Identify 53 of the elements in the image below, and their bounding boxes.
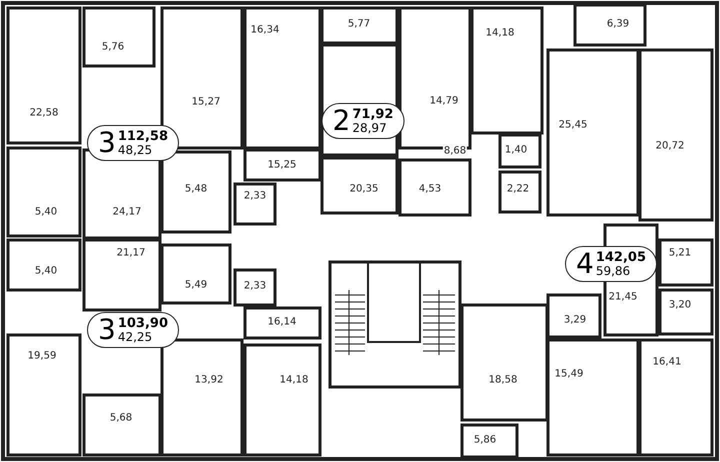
room-area: 18,58 <box>488 374 518 386</box>
room-count: 3 <box>98 128 116 158</box>
room-area: 21,45 <box>608 292 638 302</box>
room-area: 20,72 <box>654 140 686 152</box>
room-area: 16,34 <box>250 24 280 36</box>
room-area: 21,17 <box>116 248 146 258</box>
room-area: 13,92 <box>194 374 224 386</box>
total-area: 103,90 <box>118 316 168 330</box>
living-area: 28,97 <box>352 122 394 134</box>
room-area: 24,17 <box>112 206 142 218</box>
room-area: 2,33 <box>242 280 268 292</box>
room-area: 5,40 <box>34 206 58 218</box>
room-area: 1,40 <box>504 144 528 156</box>
room-area: 19,59 <box>26 350 58 362</box>
room-count: 3 <box>98 315 116 345</box>
total-area: 142,05 <box>596 250 646 264</box>
total-area: 112,58 <box>118 130 168 144</box>
room-area: 2,33 <box>242 190 268 202</box>
apartment-badge <box>87 125 179 161</box>
room-area: 15,27 <box>190 96 222 108</box>
room-count: 2 <box>332 106 350 136</box>
room-count: 4 <box>576 249 594 279</box>
room-area: 14,18 <box>484 28 516 38</box>
room-area: 5,48 <box>184 184 208 194</box>
room-area: 5,40 <box>34 266 58 276</box>
room-area: 3,29 <box>562 314 588 326</box>
room-area: 15,49 <box>554 368 584 380</box>
room-area: 5,21 <box>668 248 692 258</box>
room-area: 5,76 <box>100 42 126 52</box>
living-area: 48,25 <box>118 144 168 156</box>
room-area: 5,86 <box>472 434 498 446</box>
room-area: 20,35 <box>348 184 380 194</box>
living-area: 59,86 <box>596 264 646 278</box>
room-area: 6,39 <box>606 18 630 30</box>
room-area: 15,25 <box>266 160 298 170</box>
room-area: 14,18 <box>278 374 310 386</box>
total-area: 71,92 <box>352 108 394 122</box>
room-area: 2,22 <box>506 184 530 194</box>
apartment-badge <box>322 103 404 139</box>
room-area: 5,49 <box>184 280 208 290</box>
room-area: 5,68 <box>108 412 134 424</box>
room-area: 3,20 <box>668 300 692 310</box>
room-area: 25,45 <box>558 120 588 130</box>
apartment-badge <box>87 312 179 348</box>
room-area: 16,14 <box>266 316 298 328</box>
apartment-badge <box>565 246 657 282</box>
room-area: 5,77 <box>346 18 372 30</box>
room-area: 4,53 <box>418 184 442 194</box>
room-area: 8,68 <box>442 146 468 156</box>
room-area: 14,79 <box>428 96 460 106</box>
living-area: 42,25 <box>118 330 168 344</box>
room-area: 22,58 <box>28 108 60 118</box>
room-area: 16,41 <box>652 356 682 368</box>
